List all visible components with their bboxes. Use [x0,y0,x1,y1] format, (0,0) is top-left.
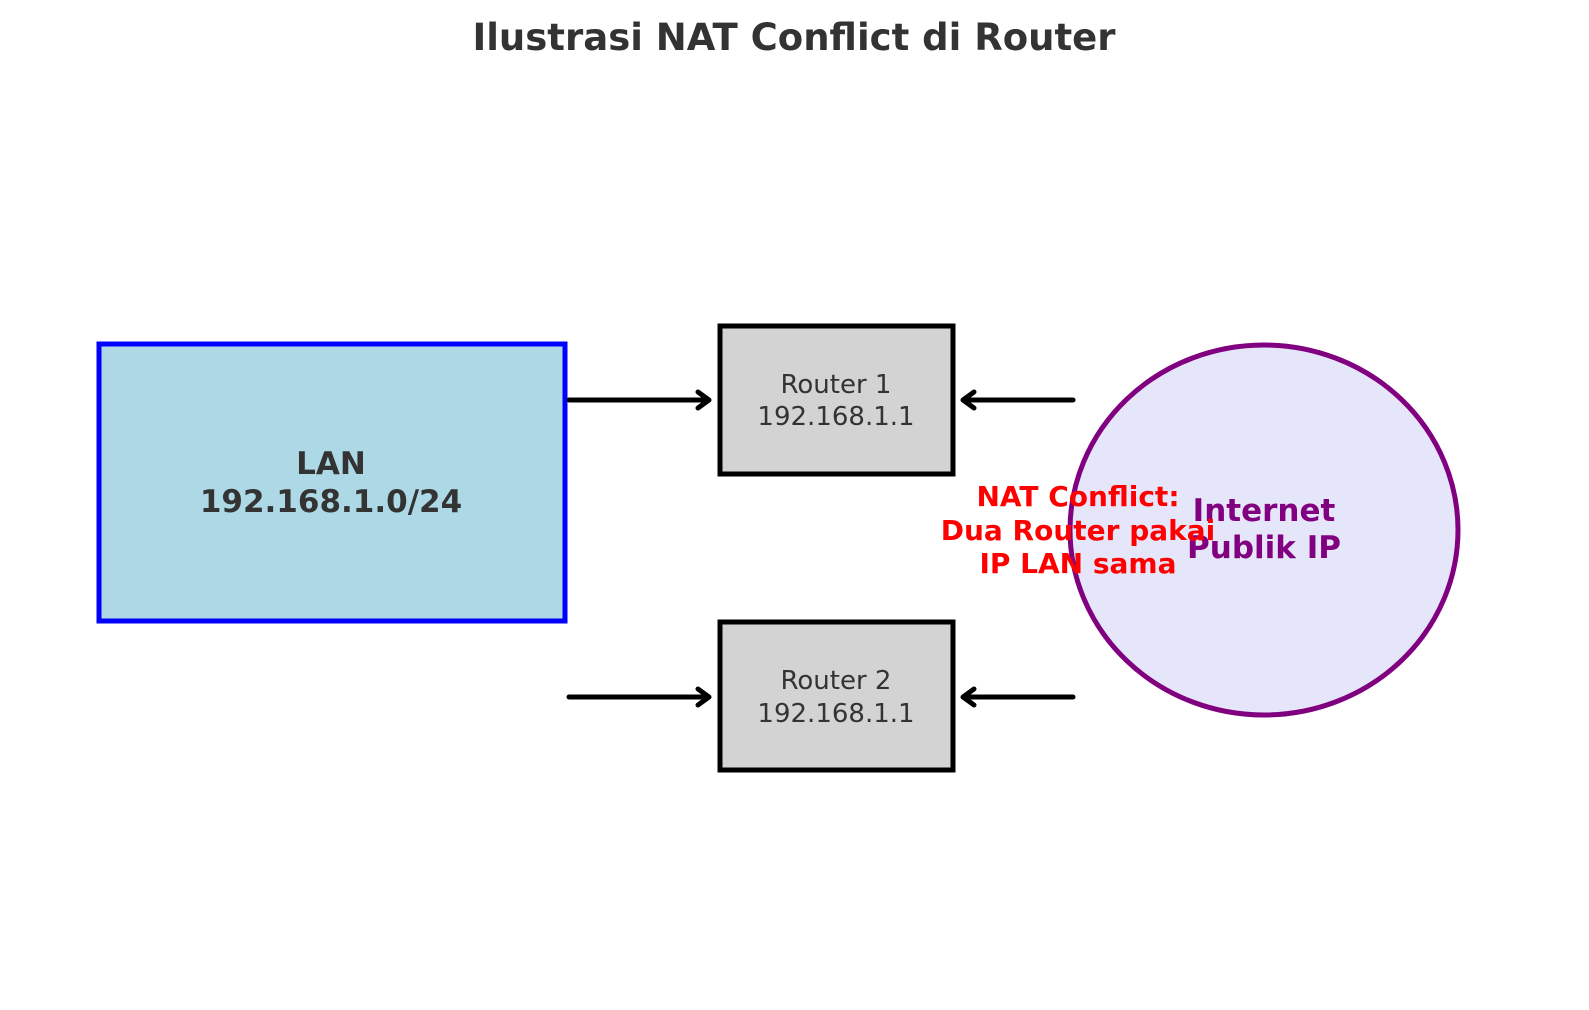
router-1-ip: 192.168.1.1 [757,402,914,432]
router-2-node: Router 2 192.168.1.1 [717,619,956,773]
lan-name: LAN [296,446,366,482]
router-1-box [717,323,956,477]
router-1-name: Router 1 [781,370,892,400]
arrow-head [695,686,712,708]
lan-box [96,341,568,624]
arrow-head [695,389,712,411]
arrow-internet-to-router-2 [960,686,1076,708]
arrow-internet-to-router-1 [960,389,1076,411]
conflict-line-1: NAT Conflict: [976,480,1179,513]
internet-node: Internet Publik IP [1067,342,1461,718]
diagram-title: Ilustrasi NAT Conflict di Router [472,16,1116,59]
lan-subnet: 192.168.1.0/24 [200,484,462,520]
conflict-line-3: IP LAN sama [979,547,1176,580]
arrow-lan-to-router-1 [566,389,712,411]
internet-name: Internet [1193,493,1336,529]
internet-ellipse [1067,342,1461,718]
router-1-node: Router 1 192.168.1.1 [717,323,956,477]
internet-label: Publik IP [1187,530,1341,566]
router-2-box [717,619,956,773]
arrow-lan-to-router-2 [566,686,712,708]
router-2-ip: 192.168.1.1 [757,699,914,729]
router-2-name: Router 2 [781,666,892,696]
arrow-head [960,686,977,708]
conflict-line-2: Dua Router pakai [941,514,1216,547]
nat-conflict-annotation: NAT Conflict: Dua Router pakai IP LAN sa… [941,480,1216,580]
lan-node: LAN 192.168.1.0/24 [96,341,568,624]
arrow-head [960,389,977,411]
